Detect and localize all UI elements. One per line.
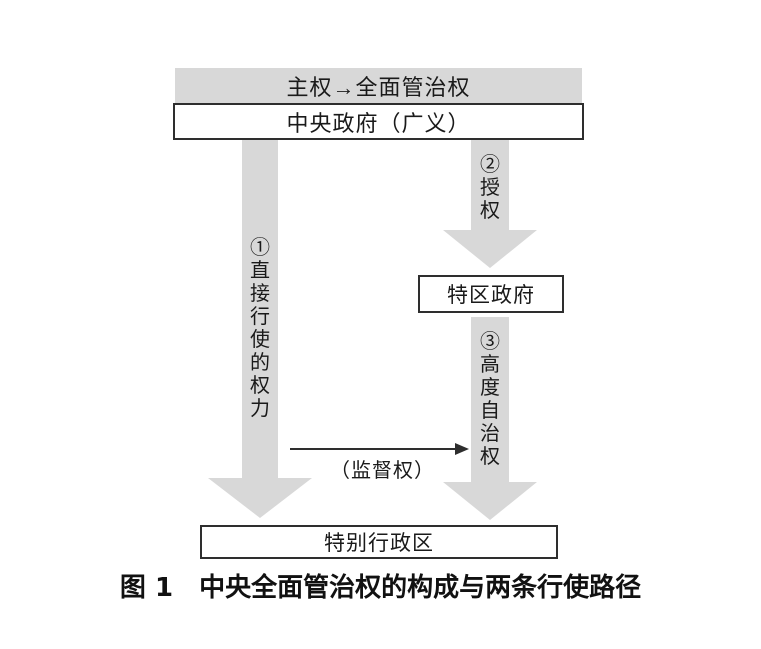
special-admin-region-box: 特别行政区 [200,525,558,559]
autonomy-arrowhead-icon [443,482,537,520]
figure-number: 图 1 [119,573,174,603]
authorization-arrow-shaft [471,140,509,230]
figure-title: 中央全面管治权的构成与两条行使路径 [199,573,642,603]
autonomy-label: ③高度自治权 [480,331,500,468]
central-government-box: 中央政府（广义） [173,103,584,140]
figure-caption: 图 1 中央全面管治权的构成与两条行使路径 [0,567,761,604]
supervision-arrow-line [290,448,457,450]
authorization-label: ②授权 [480,154,500,222]
sar-government-box: 特区政府 [418,275,564,313]
direct-exercise-arrowhead-icon [208,478,312,518]
authorization-arrowhead-icon [443,230,537,268]
direct-exercise-label: ①直接行使的权力 [250,237,270,420]
direct-exercise-arrow-shaft [242,140,278,478]
autonomy-arrow-shaft [471,317,509,482]
sovereignty-power-box: 主权→全面管治权 [175,68,582,103]
supervision-arrowhead-icon [455,443,469,455]
supervision-label: （监督权） [330,460,435,482]
